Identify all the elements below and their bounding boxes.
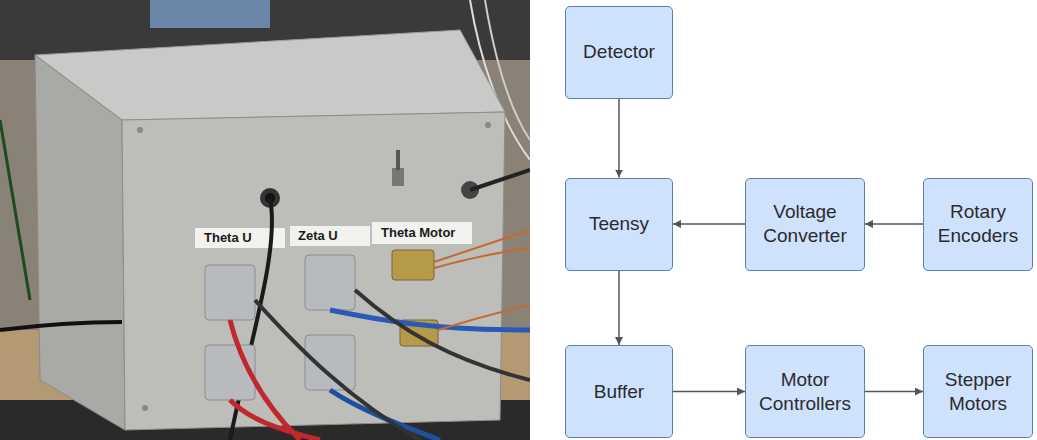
process-box: Detector xyxy=(565,6,673,99)
box-label: Voltage Converter xyxy=(746,200,864,248)
panel-label: Zeta U xyxy=(294,227,342,244)
flow-arrow xyxy=(865,391,923,393)
process-box: Motor Controllers xyxy=(745,345,865,438)
box-label: Detector xyxy=(583,40,655,64)
flow-arrow xyxy=(673,223,745,225)
process-box: Stepper Motors xyxy=(923,345,1033,438)
box-label: Buffer xyxy=(594,380,644,404)
process-box: Buffer xyxy=(565,345,673,438)
flow-arrow xyxy=(618,99,620,178)
flow-arrow xyxy=(865,223,923,225)
box-label: Rotary Encoders xyxy=(924,200,1032,248)
box-label: Stepper Motors xyxy=(924,368,1032,416)
box-label: Motor Controllers xyxy=(746,368,864,416)
process-box: Rotary Encoders xyxy=(923,178,1033,271)
flow-arrow xyxy=(618,271,620,346)
panel-label: Theta Motor xyxy=(377,224,459,241)
device-photo xyxy=(0,0,530,440)
flow-arrow xyxy=(673,391,745,393)
process-box: Teensy xyxy=(565,178,673,271)
panel-label: Theta U xyxy=(200,229,256,246)
process-box: Voltage Converter xyxy=(745,178,865,271)
box-label: Teensy xyxy=(589,212,649,236)
